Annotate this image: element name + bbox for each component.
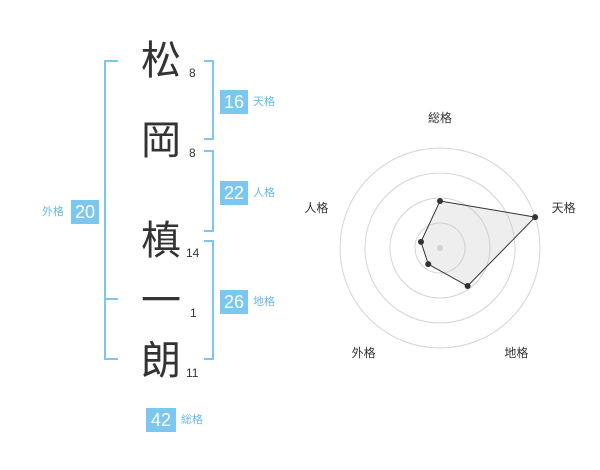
name-char-5: 朗 <box>141 338 181 384</box>
jinkaku-label: 人格 <box>253 186 275 199</box>
radar-area <box>420 200 537 287</box>
radar-center-dot <box>437 245 443 251</box>
radar-ring-4 <box>339 147 541 349</box>
name-char-4: 一 <box>141 278 181 324</box>
radar-ring-1 <box>414 222 466 274</box>
left-bracket-bottom <box>104 358 118 360</box>
gaikaku-badge: 20 <box>71 200 99 224</box>
radar-point-1 <box>437 198 443 204</box>
radar-point-2 <box>532 214 539 221</box>
soukaku-badge: 42 <box>146 408 176 432</box>
chikaku-bracket <box>212 240 214 360</box>
stroke-count-5: 11 <box>186 366 199 380</box>
radar-axis-label-3: 地格 <box>504 345 528 360</box>
tenkaku-label: 天格 <box>253 95 275 108</box>
chikaku-label: 地格 <box>253 295 275 308</box>
jinkaku-bracket-bottom <box>204 230 214 232</box>
jinkaku-bracket <box>212 150 214 232</box>
radar-axis-label-2: 天格 <box>552 200 576 215</box>
name-char-2: 岡 <box>141 118 181 164</box>
tenkaku-bracket-bottom <box>204 138 214 140</box>
stroke-count-2: 8 <box>189 146 196 160</box>
name-char-1: 松 <box>141 38 181 84</box>
radar-axis-label-1: 総格 <box>428 110 452 125</box>
tenkaku-badge: 16 <box>220 90 248 114</box>
tenkaku-bracket-top <box>204 60 214 62</box>
tenkaku-bracket <box>212 60 214 140</box>
jinkaku-badge: 22 <box>220 181 248 205</box>
chikaku-bracket-top <box>204 240 214 242</box>
radar-point-5 <box>417 238 424 245</box>
chikaku-badge: 26 <box>220 290 248 314</box>
radar-point-3 <box>464 283 471 290</box>
chikaku-bracket-bottom <box>204 358 214 360</box>
left-bracket-mid <box>104 298 118 300</box>
radar-axis-label-4: 外格 <box>352 345 376 360</box>
radar-ring-3 <box>364 172 516 324</box>
soukaku-label: 総格 <box>181 413 203 426</box>
radar-axis-label-5: 人格 <box>304 200 328 215</box>
left-bracket-line <box>104 60 106 360</box>
stroke-count-3: 14 <box>186 246 200 260</box>
left-bracket-top <box>104 60 118 62</box>
gaikaku-label: 外格 <box>42 205 64 218</box>
jinkaku-bracket-top <box>204 150 214 152</box>
name-char-3: 槙 <box>141 218 181 264</box>
stroke-count-1: 8 <box>189 66 196 80</box>
radar-point-4 <box>425 261 432 268</box>
stroke-count-4: 1 <box>190 306 197 320</box>
